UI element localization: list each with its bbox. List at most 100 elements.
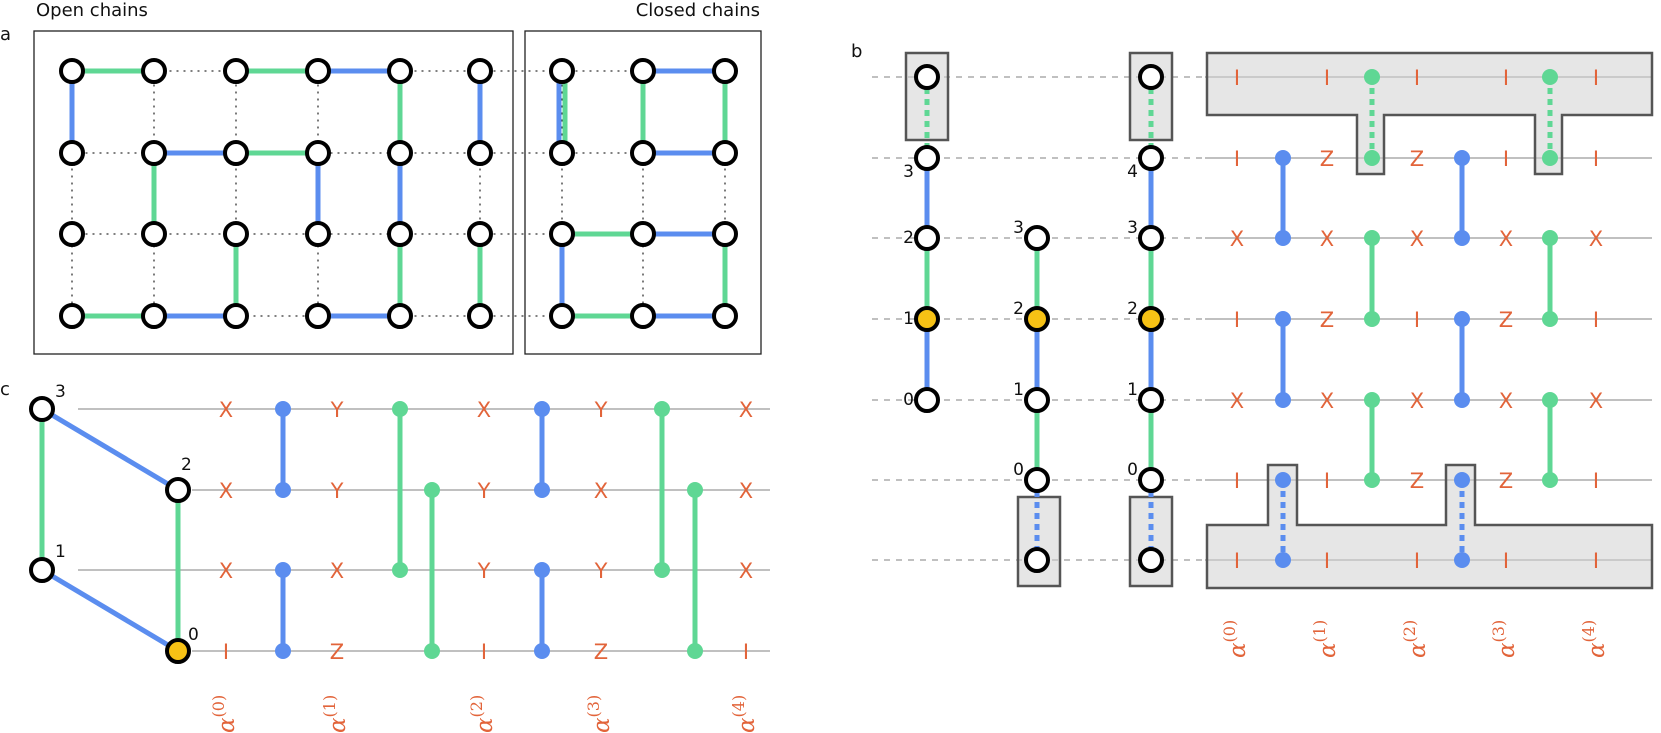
lattice-node <box>223 58 249 84</box>
panel-b-label: b <box>851 41 862 62</box>
chain-node <box>1024 547 1050 573</box>
alpha-labels: α(0)α(1)α(2)α(3)α(4) <box>209 695 760 733</box>
alpha-label: α(3) <box>584 695 615 733</box>
pauli-Z: Z <box>1410 469 1424 493</box>
pauli-I: I <box>1593 66 1599 90</box>
pauli-Y: Y <box>477 479 491 503</box>
pauli-I: I <box>1234 147 1240 171</box>
gate-dot <box>1454 311 1470 327</box>
pauli-X: X <box>219 479 233 503</box>
pauli-I: I <box>223 640 229 664</box>
node-label: 0 <box>1127 460 1138 480</box>
gate-dot <box>1364 230 1380 246</box>
pauli-X: X <box>219 559 233 583</box>
pauli-X: X <box>1410 389 1424 413</box>
node-label: 1 <box>903 309 914 329</box>
gate-dot <box>1542 392 1558 408</box>
alpha-base: α <box>214 717 240 733</box>
gates <box>275 401 703 659</box>
pauli-I: I <box>1503 147 1509 171</box>
gate-dot <box>424 643 440 659</box>
lattice-node <box>712 58 738 84</box>
alpha-label: α(0) <box>1220 620 1251 658</box>
pauli-I: I <box>1234 469 1240 493</box>
lattice-node <box>305 221 331 247</box>
node-labels: 3 2 1 0 <box>55 382 199 645</box>
lattice-node <box>630 58 656 84</box>
pauli-X: X <box>739 398 753 422</box>
gate-dot <box>534 401 550 417</box>
lattice-node <box>223 303 249 329</box>
alpha-superscript: (2) <box>467 695 486 718</box>
gate-dot <box>424 482 440 498</box>
gate-dot <box>1275 150 1291 166</box>
gate-dot <box>1364 472 1380 488</box>
pauli-X: X <box>219 398 233 422</box>
pauli-I: I <box>1593 469 1599 493</box>
alpha-label: α(4) <box>729 695 760 733</box>
pauli-X: X <box>1320 389 1334 413</box>
gate-dot <box>1275 472 1291 488</box>
lattice-node <box>223 221 249 247</box>
pauli-I: I <box>1414 308 1420 332</box>
alpha-superscript: (1) <box>320 695 339 718</box>
node-0-label: 0 <box>188 625 199 645</box>
pauli-Y: Y <box>594 398 608 422</box>
root-node <box>1024 306 1050 332</box>
pauli-I: I <box>1234 549 1240 573</box>
lattice-node <box>141 221 167 247</box>
gate-dot <box>1454 472 1470 488</box>
closed-chains-box <box>524 30 762 355</box>
lattice-node <box>59 221 85 247</box>
alpha-superscript: (2) <box>1400 620 1419 643</box>
gate-dot <box>1364 311 1380 327</box>
gate-dot <box>1454 150 1470 166</box>
node-label: 1 <box>1127 380 1138 400</box>
node-label: 1 <box>1013 380 1024 400</box>
chain-node <box>1138 145 1164 171</box>
pauli-X: X <box>1410 227 1424 251</box>
alpha-label: α(4) <box>1579 620 1610 658</box>
alpha-label: α(2) <box>467 695 498 733</box>
node-label: 0 <box>1013 460 1024 480</box>
lattice-node <box>712 221 738 247</box>
gate-dot <box>1542 69 1558 85</box>
gate-dot <box>275 482 291 498</box>
lattice-node <box>467 58 493 84</box>
pauli-X: X <box>1499 389 1513 413</box>
lattice-node <box>630 221 656 247</box>
gate-dot <box>1454 552 1470 568</box>
lattice-node <box>387 58 413 84</box>
gate-dot <box>275 562 291 578</box>
pauli-I: I <box>1593 308 1599 332</box>
lattice-node <box>467 140 493 166</box>
lattice-node <box>387 140 413 166</box>
alpha-superscript: (4) <box>729 695 748 718</box>
chain-node <box>1024 225 1050 251</box>
pauli-X: X <box>477 398 491 422</box>
gate-dot <box>1275 552 1291 568</box>
pauli-I: I <box>1324 469 1330 493</box>
alpha-base: α <box>734 717 760 733</box>
panel-a: a Open chains Closed chains <box>0 0 762 355</box>
chain-node <box>1138 547 1164 573</box>
pauli-Z: Z <box>1499 469 1513 493</box>
node-label: 4 <box>1127 162 1138 182</box>
gate-dot <box>1542 230 1558 246</box>
gate-dot <box>275 401 291 417</box>
node-label: 3 <box>903 162 914 182</box>
chain-node <box>1138 225 1164 251</box>
gate-dot <box>1275 230 1291 246</box>
aux-region-top <box>1205 51 1654 176</box>
alpha-label: α(1) <box>320 695 351 733</box>
node-3 <box>29 396 55 422</box>
alpha-label: α(3) <box>1489 620 1520 658</box>
alpha-label: α(0) <box>209 695 240 733</box>
pauli-I: I <box>1414 66 1420 90</box>
alpha-label: α(2) <box>1400 620 1431 658</box>
alpha-superscript: (4) <box>1579 620 1598 643</box>
pauli-I: I <box>1234 66 1240 90</box>
alpha-labels: α(0)α(1)α(2)α(3)α(4) <box>1220 620 1610 658</box>
